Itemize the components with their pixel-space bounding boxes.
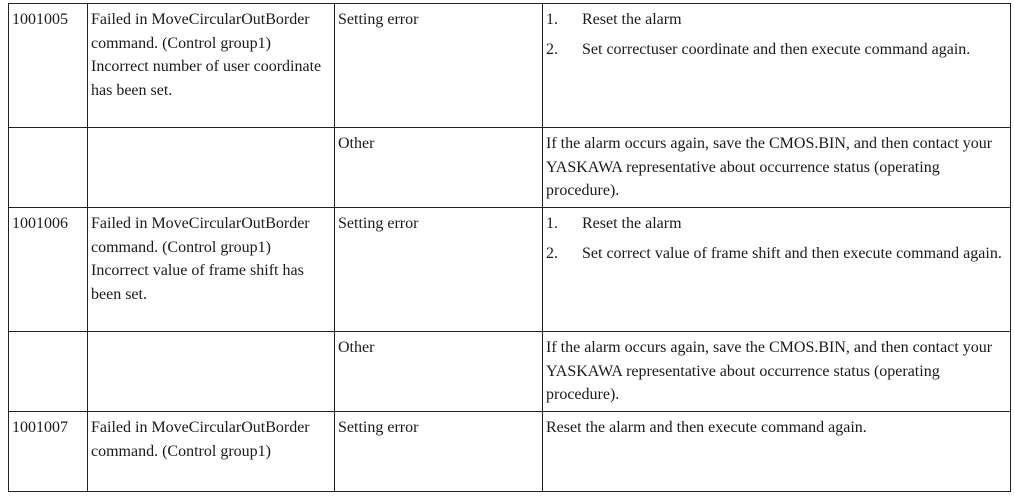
alarm-remedy: 1. Reset the alarm 2. Set correctuser co…: [542, 3, 1011, 128]
alarm-cause: Setting error: [334, 3, 543, 128]
alarm-description: Failed in MoveCircularOutBorder command.…: [87, 411, 335, 492]
alarm-description: [87, 331, 335, 412]
table-row: 1001006 Failed in MoveCircularOutBorder …: [8, 207, 1011, 332]
alarm-table: 1001005 Failed in MoveCircularOutBorder …: [8, 3, 1011, 492]
table-row: 1001007 Failed in MoveCircularOutBorder …: [8, 411, 1011, 492]
alarm-remedy: If the alarm occurs again, save the CMOS…: [542, 331, 1011, 412]
alarm-remedy: If the alarm occurs again, save the CMOS…: [542, 127, 1011, 208]
remedy-step: 1. Reset the alarm: [546, 8, 1007, 32]
alarm-code: 1001005: [8, 3, 88, 128]
table-row: Other If the alarm occurs again, save th…: [8, 331, 1011, 412]
step-text: Reset the alarm: [582, 11, 682, 28]
remedy-step: 1. Reset the alarm: [546, 212, 1007, 236]
step-number: 2.: [546, 244, 558, 262]
alarm-cause: Other: [334, 331, 543, 412]
table-row: 1001005 Failed in MoveCircularOutBorder …: [8, 3, 1011, 128]
step-number: 1.: [546, 11, 558, 28]
alarm-remedy: 1. Reset the alarm 2. Set correct value …: [542, 207, 1011, 332]
remedy-steps: 1. Reset the alarm 2. Set correctuser co…: [546, 8, 1007, 61]
alarm-description: [87, 127, 335, 208]
step-number: 1.: [546, 215, 558, 232]
remedy-steps: 1. Reset the alarm 2. Set correct value …: [546, 212, 1007, 265]
alarm-code: [8, 331, 88, 412]
alarm-description: Failed in MoveCircularOutBorder command.…: [87, 207, 335, 332]
alarm-cause: Other: [334, 127, 543, 208]
alarm-remedy: Reset the alarm and then execute command…: [542, 411, 1011, 492]
alarm-description: Failed in MoveCircularOutBorder command.…: [87, 3, 335, 128]
step-text: Set correct value of frame shift and the…: [582, 244, 1002, 262]
step-number: 2.: [546, 40, 558, 58]
step-text: Reset the alarm: [582, 215, 682, 232]
alarm-code: 1001006: [8, 207, 88, 332]
alarm-code: 1001007: [8, 411, 88, 492]
alarm-code: [8, 127, 88, 208]
step-text: Set correctuser coordinate and then exec…: [582, 40, 971, 58]
alarm-cause: Setting error: [334, 411, 543, 492]
remedy-step: 2. Set correct value of frame shift and …: [546, 242, 1007, 266]
alarm-cause: Setting error: [334, 207, 543, 332]
remedy-step: 2. Set correctuser coordinate and then e…: [546, 38, 1007, 62]
table-row: Other If the alarm occurs again, save th…: [8, 127, 1011, 208]
